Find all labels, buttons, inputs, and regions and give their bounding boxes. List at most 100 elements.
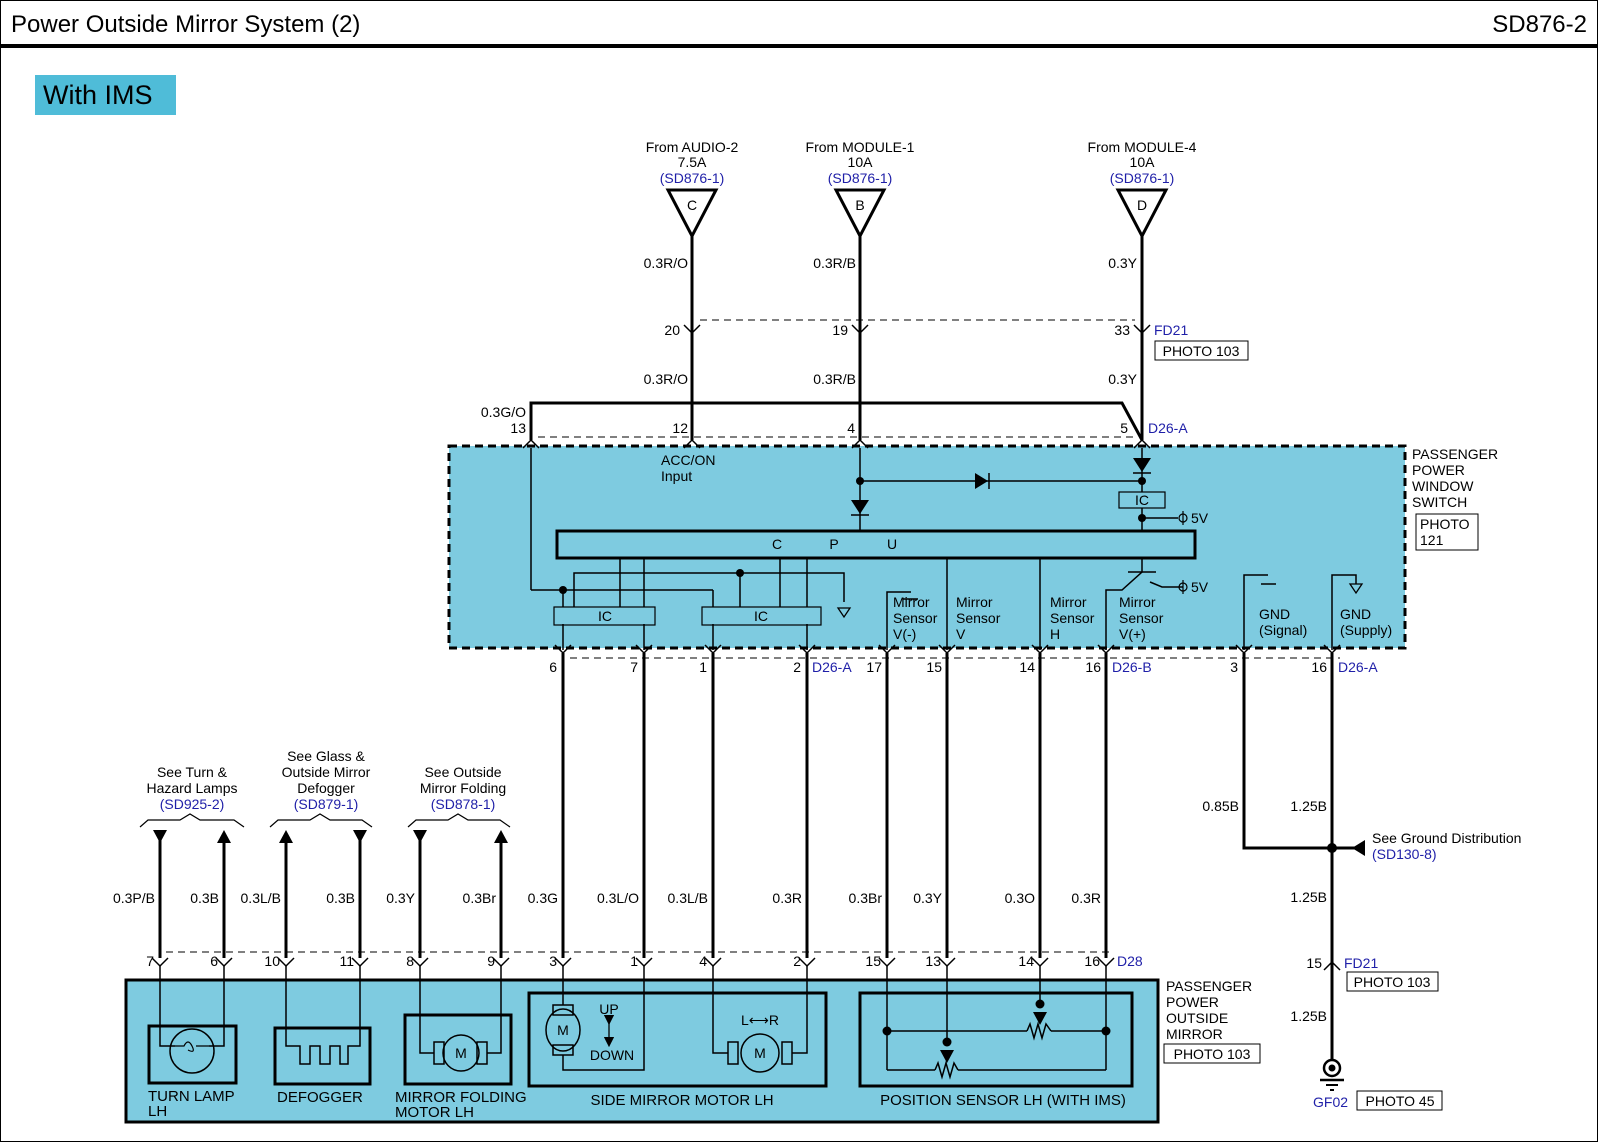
photo-ref: PHOTO 103 — [1163, 343, 1240, 359]
ground-symbol — [836, 607, 852, 619]
wire-label: 0.3Y — [913, 890, 942, 906]
pin-number: 3 — [549, 953, 557, 969]
photo-box — [1163, 1043, 1261, 1064]
diagram-text: IC — [1135, 492, 1149, 508]
wire-label: 1.25B — [1290, 1008, 1327, 1024]
sensor-label: H — [1050, 626, 1060, 642]
motor-icon — [545, 1008, 581, 1052]
5v-label: 5V — [1191, 579, 1209, 595]
source-label: From AUDIO-2 — [646, 139, 739, 155]
pin-number: 16 — [1084, 953, 1100, 969]
component-label: LH — [148, 1103, 167, 1120]
external-ref-label: Mirror Folding — [420, 780, 506, 796]
wire-label: 0.3Y — [386, 890, 415, 906]
pin-number: 19 — [832, 322, 848, 338]
switch-name: POWER — [1412, 462, 1465, 478]
pin-number: 20 — [664, 322, 680, 338]
pin-number: 2 — [793, 659, 801, 675]
source-fuse: 10A — [1130, 154, 1156, 170]
component-label: SIDE MIRROR MOTOR LH — [590, 1092, 773, 1109]
pin-number: 10 — [264, 953, 280, 969]
pin-number: 9 — [487, 953, 495, 969]
photo-box — [1154, 340, 1249, 361]
ground-distribution-arrow — [1352, 840, 1365, 856]
side-mirror-motor-component — [527, 991, 828, 1088]
pin-number: 13 — [925, 953, 941, 969]
diagram-text: IC — [598, 608, 612, 624]
connector-d26b: D26-B — [1112, 659, 1152, 675]
pin-number: 12 — [672, 420, 688, 436]
defogger-component — [273, 1026, 372, 1086]
connector-fd21: FD21 — [1344, 955, 1378, 971]
wire-label: 0.3R/B — [813, 255, 856, 271]
source-fuse: 7.5A — [678, 154, 707, 170]
diagram-text: 121 — [1420, 532, 1444, 548]
wire-label: 0.3L/O — [597, 890, 639, 906]
diagram-text: PHOTO 103 — [1174, 1046, 1251, 1062]
pin-number: 7 — [630, 659, 638, 675]
wire-label: 0.3B — [190, 890, 219, 906]
wire-label: 0.3L/B — [668, 890, 708, 906]
external-ref-link[interactable]: (SD878-1) — [431, 796, 496, 812]
wire-label: 0.3O — [1005, 890, 1035, 906]
sensor-label: V(+) — [1119, 626, 1146, 642]
variant-badge: With IMS — [35, 75, 176, 115]
sensor-label: V(-) — [893, 626, 916, 642]
connector-d26a: D26-A — [1148, 420, 1188, 436]
page-header: Power Outside Mirror System (2) SD876-2 — [0, 0, 1598, 48]
diagram-text: U — [887, 536, 897, 552]
source-fuse: 10A — [848, 154, 874, 170]
diagram-text: M — [754, 1045, 766, 1061]
external-ref-link[interactable]: (SD925-2) — [160, 796, 225, 812]
wire-label: 0.3B — [326, 890, 355, 906]
connector-fd21: FD21 — [1154, 322, 1188, 338]
pin-number: 4 — [699, 953, 707, 969]
wire-label: 0.85B — [1202, 798, 1239, 814]
sensor-label: Mirror — [1119, 594, 1156, 610]
photo-box — [1415, 513, 1479, 551]
mirror-folding-motor-component — [403, 1013, 513, 1086]
source-connector-d: D — [1115, 188, 1169, 240]
diagram-text: D — [1137, 197, 1147, 213]
pin-number: 5 — [1120, 420, 1128, 436]
external-ref-link[interactable]: (SD879-1) — [294, 796, 359, 812]
source-connector-c: C — [665, 188, 719, 240]
connector-d28: D28 — [1117, 953, 1143, 969]
diagram-text: L⟷R — [741, 1012, 779, 1028]
source-connector-b: B — [833, 188, 887, 240]
ground-distribution-link[interactable]: (SD130-8) — [1372, 846, 1437, 862]
diagram-text: M — [455, 1045, 467, 1061]
diagram-frame — [0, 48, 1598, 1142]
source-ref: (SD876-1) — [828, 170, 893, 186]
diagram-text: P — [829, 536, 838, 552]
acc-on-label: Input — [661, 468, 692, 484]
gnd-label: (Supply) — [1340, 622, 1392, 638]
pin-number: 3 — [1230, 659, 1238, 675]
mirror-name: PASSENGER — [1166, 978, 1252, 994]
pin-number: 14 — [1019, 659, 1035, 675]
wire-label: 1.25B — [1290, 798, 1327, 814]
wire-label: 0.3P/B — [113, 890, 155, 906]
external-ref-label: See Turn & — [157, 764, 228, 780]
connector-d26a: D26-A — [1338, 659, 1378, 675]
motor-icon — [442, 1034, 480, 1072]
ground-point-icon — [1320, 1058, 1344, 1091]
diagram-text: PHOTO 45 — [1366, 1093, 1435, 1109]
sensor-label: Mirror — [893, 594, 930, 610]
component-label: MOTOR LH — [395, 1104, 474, 1121]
wire-label: 0.3R — [1071, 890, 1101, 906]
pin-number: 11 — [339, 953, 354, 969]
wire-label: 0.3Y — [1108, 371, 1137, 387]
pin-number: 33 — [1114, 322, 1130, 338]
pin-number: 15 — [865, 953, 881, 969]
wire-label: 0.3L/B — [241, 890, 281, 906]
source-label: From MODULE-4 — [1088, 139, 1197, 155]
sensor-label: Sensor — [956, 610, 1001, 626]
photo-box — [1356, 1090, 1443, 1111]
lamp-icon — [169, 1028, 215, 1074]
component-label: POSITION SENSOR LH (WITH IMS) — [880, 1092, 1126, 1109]
window-switch-module — [447, 444, 1407, 650]
switch-name: WINDOW — [1412, 478, 1474, 494]
photo-box — [1346, 971, 1439, 992]
pin-number: 8 — [406, 953, 414, 969]
